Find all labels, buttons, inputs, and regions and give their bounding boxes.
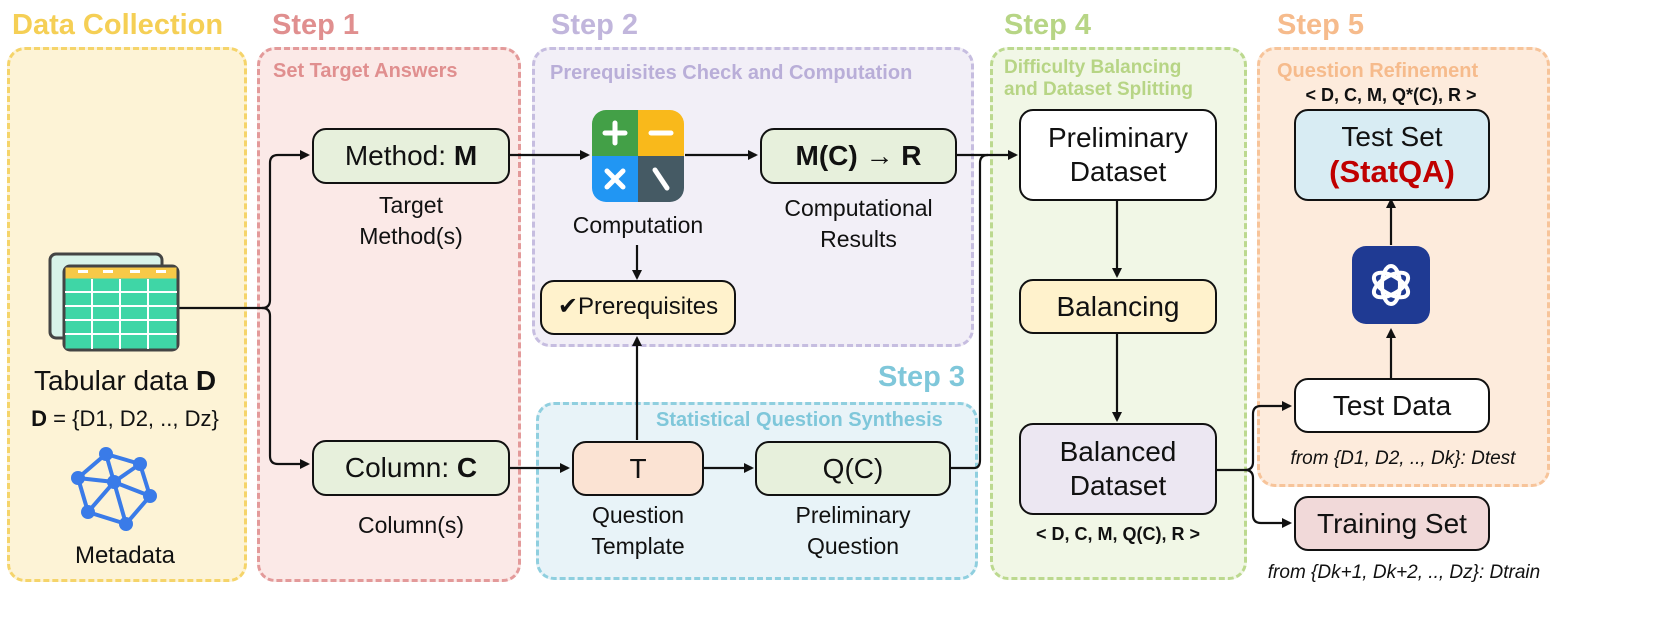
preliminary-question-caption-line2: Question [806,533,900,560]
column-caption: Column(s) [357,512,465,538]
panel-title-step5: Step 5 [1277,9,1365,41]
question-template-caption: Question Template [572,500,704,562]
test-set-label: Test Set [1341,120,1443,152]
method-box-label: Method: [344,140,447,172]
preliminary-question-caption-line1: Preliminary [795,502,911,528]
metadata-label: Metadata [74,542,176,569]
question-template-caption-line2: Template [591,533,685,560]
computational-results-caption: Computational Results [760,193,957,255]
question-template-box: T [572,441,704,496]
preliminary-dataset-line2: Dataset [1069,156,1167,187]
panel-subtitle-step1: Set Target Answers [273,60,458,82]
target-method-caption-line2: Method(s) [359,223,463,250]
dataset-formula-rhs: = {D1, D2, .., Dz} [53,406,219,431]
panel-subtitle-step4-line1: Difficulty Balancing [1004,57,1182,78]
computational-result-box: M(C) → R [760,128,957,184]
preliminary-question-caption: Preliminary Question [755,500,951,562]
balancing-box: Balancing [1019,279,1217,334]
target-method-caption-line1: Target [379,192,443,218]
panel-title-step2: Step 2 [551,9,639,41]
test-data-box: Test Data [1294,378,1490,433]
panel-title-data-collection: Data Collection [12,9,224,41]
question-template-caption-line1: Question [591,502,685,528]
panel-subtitle-step2: Prerequisites Check and Computation [550,62,913,84]
column-box-label: Column: [344,452,450,484]
preliminary-dataset-box: Preliminary Dataset [1019,109,1217,201]
panel-title-step4: Step 4 [1004,9,1092,41]
panel-subtitle-step3: Statistical Question Synthesis [656,409,943,431]
target-method-caption: Target Method(s) [312,190,510,252]
panel-subtitle-step4-line2: and Dataset Splitting [1004,79,1193,100]
method-box: Method: M [312,128,510,184]
panel-subtitle-step5: Question Refinement [1277,60,1479,82]
panel-title-step3: Step 3 [878,361,966,393]
balanced-dataset-line1: Balanced [1059,436,1177,468]
dataset-formula: D = {D1, D2, .., Dz} [14,404,236,434]
training-set-box: Training Set [1294,496,1490,551]
balanced-dataset-box: Balanced Dataset [1019,423,1217,515]
preliminary-question-box: Q(C) [755,441,951,496]
balanced-dataset-line2: Dataset [1069,470,1167,501]
tabular-data-label: Tabular data D [14,362,236,400]
dataset-formula-lhs: D [31,406,48,431]
computational-results-caption-line2: Results [820,226,897,253]
panel-title-step1: Step 1 [272,9,360,41]
computation-caption: Computation [572,212,704,238]
computational-results-caption-line1: Computational [784,195,933,221]
test-data-source: from {D1, D2, .., Dk}: Dtest [1290,448,1516,469]
calculator-icon [592,110,684,202]
prerequisites-box: ✔Prerequisites [540,280,736,335]
statqa-label: (StatQA) [1329,154,1455,190]
training-data-source: from {Dk+1, Dk+2, .., Dz}: Dtrain [1267,562,1541,583]
column-box-symbol: C [456,452,478,484]
metadata-graph-icon [68,446,160,532]
table-icon [48,252,182,352]
tabular-data-symbol: D [195,365,217,396]
preliminary-dataset-line1: Preliminary [1047,122,1189,154]
balanced-dataset-tuple: < D, C, M, Q(C), R > [1035,524,1200,544]
column-box: Column: C [312,440,510,496]
method-box-symbol: M [453,140,478,172]
refined-tuple: < D, C, M, Q*(C), R > [1305,85,1477,105]
test-set-box: Test Set (StatQA) [1294,109,1490,201]
tabular-data-text: Tabular data [33,365,189,396]
chatgpt-icon [1352,246,1430,324]
